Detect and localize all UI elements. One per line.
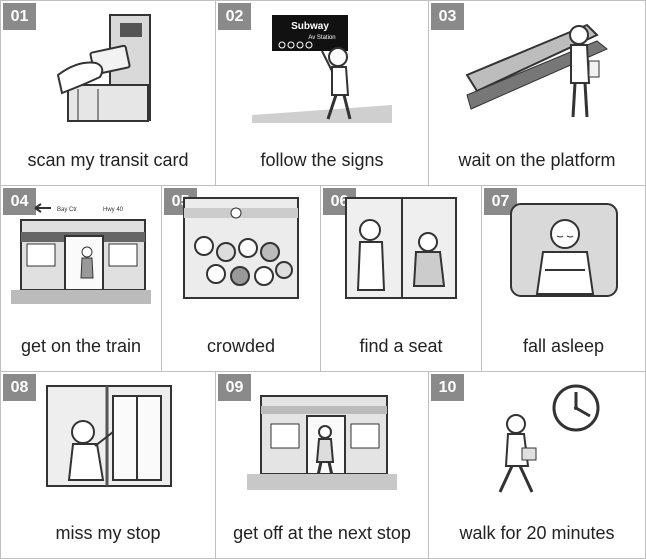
step-caption: get off at the next stop [233, 523, 411, 543]
step-caption: wait on the platform [458, 150, 616, 170]
step-number: 03 [431, 3, 464, 30]
step-caption: get on the train [20, 336, 142, 356]
transit-card-scanner-illustration [1, 5, 215, 123]
follow-signs-illustration: Subway Av Station [216, 5, 428, 127]
step-number: 02 [218, 3, 251, 30]
step-card-02: 02 Subway Av Station [216, 0, 429, 186]
step-card-10: 10 walk for 20 minutes [429, 372, 646, 559]
step-number: 09 [218, 374, 251, 401]
step-number: 04 [3, 188, 36, 215]
subway-sign-title: Subway [291, 21, 329, 32]
train-sign-right: Hwy 40 [103, 207, 124, 213]
step-number: 10 [431, 374, 464, 401]
step-caption: walk for 20 minutes [459, 523, 615, 543]
miss-stop-illustration [1, 376, 215, 494]
step-card-08: 08 miss my stop [0, 372, 216, 559]
step-caption: miss my stop [55, 523, 161, 543]
step-caption: crowded [206, 336, 276, 356]
step-card-04: 04 Bay Ctr Hwy 40 get on the tra [0, 186, 162, 372]
step-caption: fall asleep [522, 336, 605, 356]
step-number: 01 [3, 3, 36, 30]
train-sign-left: Bay Ctr [57, 207, 77, 213]
platform-illustration [429, 5, 645, 129]
step-card-06: 06 find a seat [321, 186, 482, 372]
step-card-03: 03 wait on the platform [429, 0, 646, 186]
train-door-illustration: Bay Ctr Hwy 40 [1, 190, 161, 308]
fall-asleep-illustration [482, 190, 645, 306]
walk-20-minutes-illustration [429, 376, 645, 498]
step-card-07: 07 fall asleep [482, 186, 646, 372]
clock-icon [552, 384, 600, 432]
find-seat-illustration [321, 190, 481, 306]
subway-sign-sub: Av Station [308, 35, 335, 41]
get-off-train-illustration [216, 376, 428, 494]
step-number: 08 [3, 374, 36, 401]
crowded-train-illustration [162, 190, 320, 306]
step-caption: follow the signs [260, 150, 384, 170]
step-card-01: 01 scan my transit card [0, 0, 216, 186]
step-caption: scan my transit card [27, 150, 189, 170]
step-card-09: 09 get off at the next stop [216, 372, 429, 559]
step-caption: find a seat [359, 336, 443, 356]
step-card-05: 05 crowded [162, 186, 321, 372]
